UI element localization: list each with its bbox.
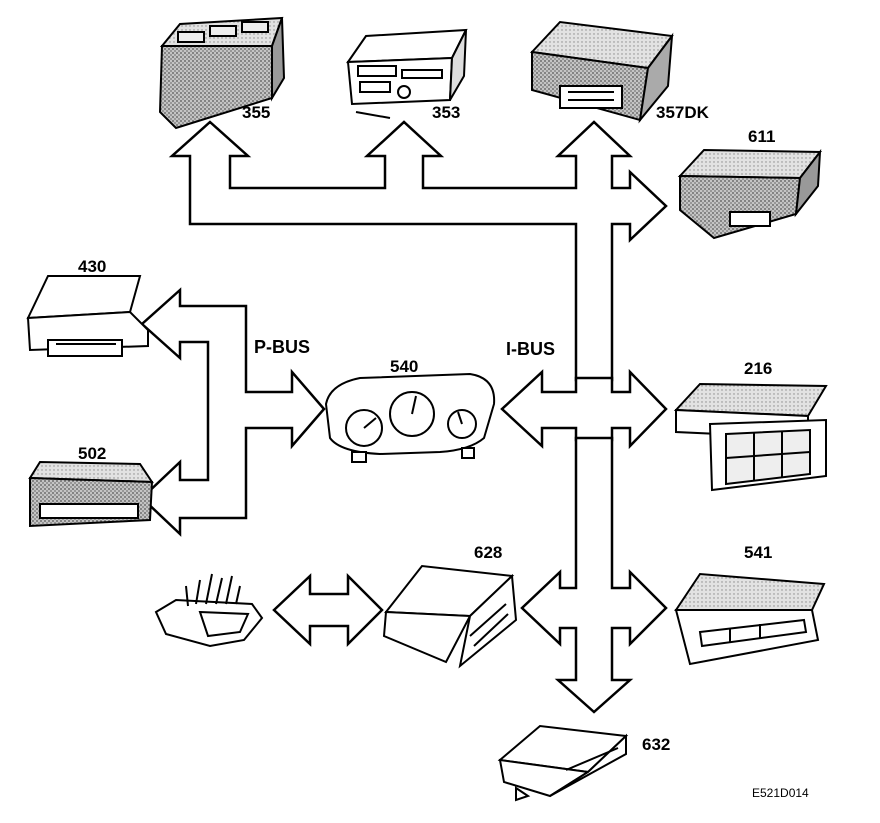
i-bus-lower-arrows	[520, 436, 668, 714]
module-540-instrument-cluster	[324, 372, 496, 463]
module-216-unit	[673, 382, 828, 492]
module-611-unit	[677, 148, 823, 240]
module-502-unit	[28, 460, 154, 528]
module-628-label: 628	[474, 543, 503, 562]
module-628-unit	[382, 564, 518, 669]
module-353-label: 353	[432, 103, 461, 122]
module-541-label: 541	[744, 543, 773, 562]
diagnostic-link-arrow	[272, 572, 384, 648]
i-bus-label: I-BUS	[506, 339, 555, 359]
i-bus-upper-arrows	[168, 120, 668, 382]
module-430-label: 430	[78, 257, 107, 276]
diagnostic-connector	[154, 573, 264, 648]
module-355-label: 355	[242, 103, 271, 122]
module-541-unit	[674, 572, 826, 666]
p-bus-network	[140, 287, 326, 537]
i-bus-middle-arrows	[500, 368, 668, 450]
module-357dk-unit	[529, 20, 674, 124]
module-216-label: 216	[744, 359, 773, 378]
module-632-unit	[497, 724, 629, 802]
p-bus-arrows	[140, 287, 326, 537]
module-502-label: 502	[78, 444, 107, 463]
module-632-label: 632	[642, 735, 671, 754]
module-357dk-label: 357DK	[656, 103, 709, 122]
module-540-label: 540	[390, 357, 419, 376]
module-353-unit	[346, 28, 468, 119]
module-355-unit	[158, 16, 286, 130]
p-bus-label: P-BUS	[254, 337, 311, 357]
module-611-label: 611	[748, 127, 776, 146]
i-bus-network	[168, 120, 668, 714]
module-430-unit	[26, 275, 149, 357]
figure-code: E521D014	[752, 786, 809, 800]
